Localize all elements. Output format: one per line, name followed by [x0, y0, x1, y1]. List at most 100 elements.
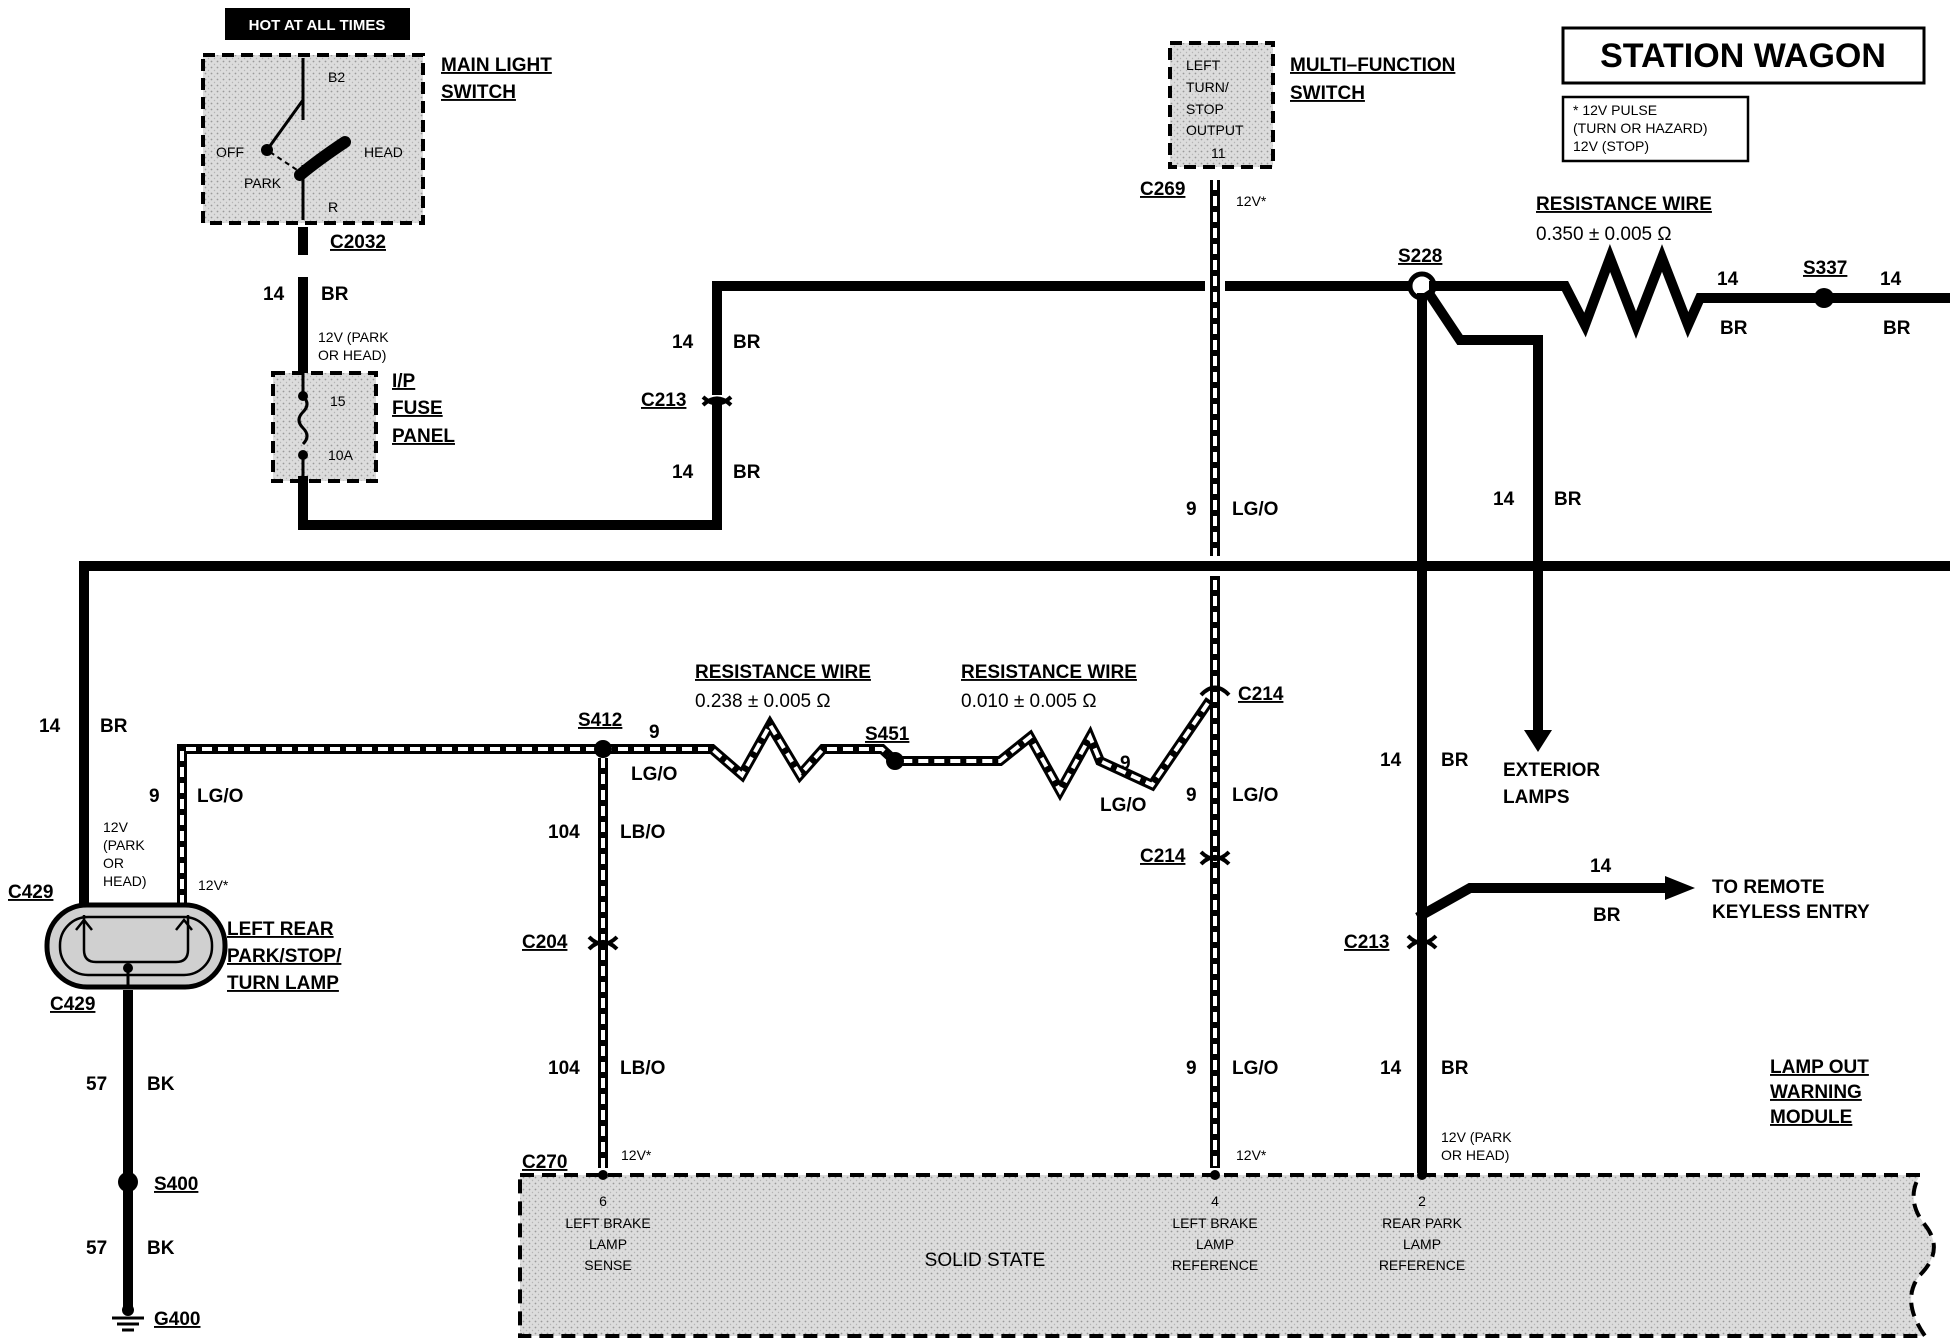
- fuse-panel-name-1: I/P: [392, 371, 416, 392]
- wire-gauge-9-c: 9: [1186, 1058, 1197, 1079]
- main-light-switch-symbol: [261, 58, 351, 220]
- wire-gauge-14-i: 14: [1380, 1058, 1402, 1079]
- wire-color-br-h: BR: [1593, 905, 1621, 926]
- mfs-inner-4: OUTPUT: [1186, 122, 1244, 138]
- wire-gauge-57-b: 57: [86, 1238, 107, 1259]
- lamp-filament-symbols: [75, 915, 193, 985]
- module-center-label: SOLID STATE: [925, 1250, 1046, 1271]
- connector-c204: C204: [522, 932, 568, 953]
- pin-head-label: HEAD: [364, 144, 403, 160]
- module-pin-4-dot: [1210, 1170, 1220, 1180]
- connector-c270: C270: [522, 1152, 567, 1173]
- wire-color-br-i: BR: [1441, 1058, 1469, 1079]
- module-pin-6-dot: [598, 1170, 608, 1180]
- mfs-name-2: SWITCH: [1290, 83, 1365, 104]
- wire-gauge-14-h: 14: [1590, 856, 1612, 877]
- lamp-12v-4: HEAD): [103, 873, 147, 889]
- wire-color-lgo-c: LG/O: [1232, 1058, 1278, 1079]
- exterior-lamps-1: EXTERIOR: [1503, 760, 1600, 781]
- module-pin-6-line1: LEFT BRAKE: [565, 1215, 650, 1231]
- wire-color-br-a: BR: [321, 284, 349, 305]
- mfs-inner-1: LEFT: [1186, 57, 1221, 73]
- connector-c269: C269: [1140, 179, 1185, 200]
- connector-c2032: C2032: [330, 232, 386, 253]
- splice-s228: S228: [1398, 246, 1442, 267]
- wire-gauge-9-d: 9: [149, 786, 160, 807]
- wire-color-br-e: BR: [1883, 318, 1911, 339]
- main-light-switch-box: [201, 53, 425, 225]
- module-name-1: LAMP OUT: [1770, 1057, 1869, 1078]
- ground-g400: G400: [154, 1309, 200, 1330]
- pin-park-label: PARK: [244, 175, 282, 191]
- splice-s412: S412: [578, 710, 622, 731]
- connector-c429-bottom: C429: [50, 994, 95, 1015]
- note-line-3: 12V (STOP): [1573, 138, 1649, 154]
- voltage-park-head-3: 12V (PARK: [1441, 1129, 1512, 1145]
- wire-color-lgo-b: LG/O: [1232, 785, 1278, 806]
- wire-color-lgo-f: LG/O: [1100, 795, 1146, 816]
- c213-right-symbol-b: [1406, 939, 1438, 950]
- wire-gauge-9-a: 9: [1186, 499, 1197, 520]
- mfs-inner-2: TURN/: [1186, 79, 1229, 95]
- connector-c214-lower: C214: [1140, 846, 1186, 867]
- wire-gauge-14-j: 14: [39, 716, 61, 737]
- module-name-3: MODULE: [1770, 1107, 1852, 1128]
- title-box: [1561, 26, 1926, 85]
- wire-color-lbo-a: LB/O: [620, 822, 665, 843]
- module-pin-4-num: 4: [1211, 1193, 1219, 1209]
- module-pin-2-line3: REFERENCE: [1379, 1257, 1465, 1273]
- lamp-12v-1: 12V: [103, 819, 129, 835]
- splice-s337-dot: [1814, 288, 1834, 308]
- fuse-panel-name-2: FUSE: [392, 398, 443, 419]
- voltage-12v-star-d: 12V*: [621, 1147, 652, 1163]
- splice-s412-dot: [594, 740, 612, 758]
- wire-color-br-b: BR: [733, 462, 761, 483]
- resistance-wire-top-zigzag: [1429, 243, 1765, 339]
- wire-to-remote-keyless: [1415, 883, 1673, 922]
- fuse-symbol: [297, 373, 309, 481]
- wire-gauge-104-a: 104: [548, 822, 580, 843]
- splice-s400: S400: [154, 1174, 198, 1195]
- resistance-wire-top-value: 0.350 ± 0.005 Ω: [1536, 224, 1672, 245]
- connector-c213-right: C213: [1344, 932, 1389, 953]
- lamp-name-3: TURN LAMP: [227, 973, 339, 994]
- mfs-inner-3: STOP: [1186, 101, 1224, 117]
- remote-keyless-arrow: [1665, 876, 1695, 900]
- wire-br-long-horizontal: [79, 561, 1950, 905]
- wire-gauge-14-f: 14: [1493, 489, 1515, 510]
- module-pin-4-line1: LEFT BRAKE: [1172, 1215, 1257, 1231]
- lamp-out-module-box: [518, 1173, 1936, 1338]
- wire-color-lbo-b: LB/O: [620, 1058, 665, 1079]
- module-pin-2-line2: LAMP: [1403, 1236, 1441, 1252]
- wire-color-br-d: BR: [1720, 318, 1748, 339]
- wire-color-br-j: BR: [100, 716, 128, 737]
- wire-color-lgo-d: LG/O: [197, 786, 243, 807]
- connector-c429-top: C429: [8, 882, 53, 903]
- lamp-name-2: PARK/STOP/: [227, 946, 342, 967]
- lamp-12v-3: OR: [103, 855, 124, 871]
- resistance-wire-mid-right-value: 0.010 ± 0.005 Ω: [961, 691, 1097, 712]
- voltage-12v-star-c: 12V*: [198, 877, 229, 893]
- ground-symbol: [112, 1304, 144, 1332]
- module-pin-4-line3: REFERENCE: [1172, 1257, 1258, 1273]
- hot-at-all-times-banner: [225, 8, 410, 40]
- module-pin-2-dot: [1417, 1170, 1427, 1180]
- wire-gauge-14-e: 14: [1880, 269, 1902, 290]
- fuse-panel-box: [271, 371, 378, 483]
- pin-off-label: OFF: [216, 144, 244, 160]
- exterior-lamps-arrow: [1524, 730, 1552, 752]
- module-pin-4-line2: LAMP: [1196, 1236, 1234, 1252]
- c214-lower-symbol-b: [1199, 855, 1231, 866]
- wire-gauge-104-b: 104: [548, 1058, 580, 1079]
- wire-color-bk-b: BK: [147, 1238, 175, 1259]
- module-pin-2-num: 2: [1418, 1193, 1426, 1209]
- exterior-lamps-2: LAMPS: [1503, 787, 1570, 808]
- wire-c213-to-s228: [712, 281, 1427, 395]
- connector-c214-upper: C214: [1238, 684, 1284, 705]
- lamp-name-1: LEFT REAR: [227, 919, 334, 940]
- module-name-2: WARNING: [1770, 1082, 1862, 1103]
- mfs-pin-11: 11: [1211, 145, 1226, 161]
- mfs-name-1: MULTI–FUNCTION: [1290, 55, 1455, 76]
- diagram-title: STATION WAGON: [1600, 37, 1886, 75]
